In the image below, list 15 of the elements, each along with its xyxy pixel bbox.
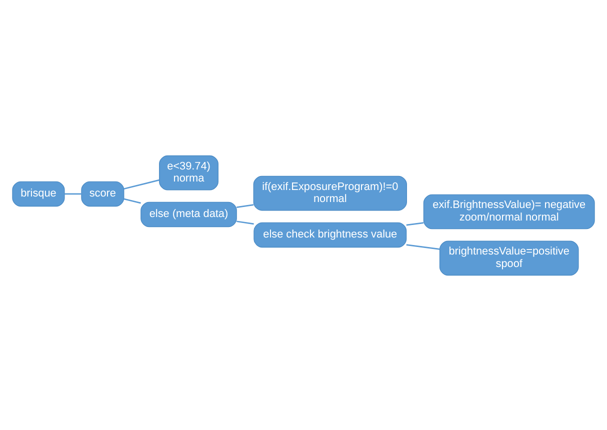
node-box: e<39.74) norma [159, 154, 218, 190]
connector [406, 222, 424, 226]
node-box: else check brightness value [254, 222, 407, 248]
node-box: else (meta data) [140, 201, 237, 227]
node-box: if(exif.ExposureProgram)!=0 normal [253, 175, 407, 210]
connector [406, 244, 440, 250]
node-box: exif.BrightnessValue)= negative zoom/normal normal [423, 194, 595, 229]
node-box: brightnessValue=positive spoof [439, 240, 579, 276]
node-box: brisque [12, 180, 65, 206]
connector [64, 192, 82, 194]
connector [124, 198, 141, 204]
node-box: score [81, 180, 124, 206]
connector [236, 220, 254, 224]
connector [124, 178, 160, 190]
connector [236, 204, 254, 208]
